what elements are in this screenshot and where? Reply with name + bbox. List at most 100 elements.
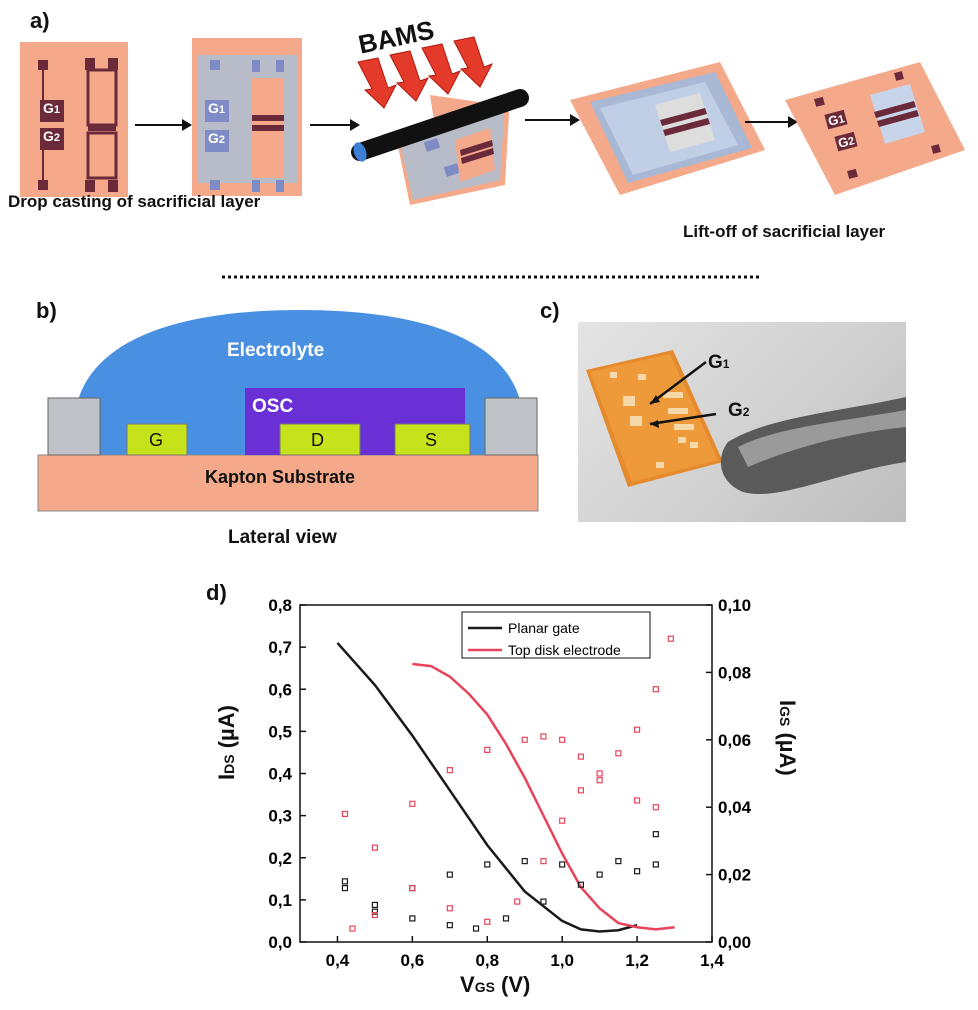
data-point: [559, 817, 566, 824]
data-point: [652, 831, 659, 838]
data-point: [446, 922, 453, 929]
y-left-tick-label: 0,4: [268, 765, 292, 784]
data-point: [472, 925, 480, 932]
device-photo: [578, 322, 906, 522]
legend-entry: Planar gate: [508, 620, 580, 636]
data-point: [341, 810, 349, 818]
bams-arrows: [357, 36, 494, 109]
data-point: [371, 901, 379, 909]
caption-lift-off: Lift-off of sacrificial layer: [683, 222, 886, 241]
gate-electrode-label: G: [149, 430, 164, 450]
step5-device: [785, 62, 965, 195]
x-tick-label: 0,4: [326, 951, 350, 970]
data-point: [633, 797, 641, 804]
y-left-tick-label: 0,8: [268, 596, 292, 615]
y-axis-right-label: IGS (µA): [775, 700, 800, 776]
data-point: [409, 884, 416, 892]
y-right-tick-label: 0,08: [718, 663, 751, 682]
data-point: [446, 905, 453, 912]
source-electrode-label: S: [425, 430, 438, 450]
lateral-view-caption: Lateral view: [228, 527, 337, 548]
y-right-tick-label: 0,06: [718, 731, 751, 750]
x-axis-label: VGS (V): [460, 972, 531, 997]
data-point: [540, 858, 547, 865]
series-line: [412, 662, 675, 931]
data-point: [484, 746, 491, 754]
panel-c-letter: c): [540, 298, 560, 323]
y-left-tick-label: 0,1: [268, 891, 292, 910]
step1-device: [20, 42, 128, 197]
y-right-tick-label: 0,10: [718, 596, 751, 615]
y-left-tick-label: 0,2: [268, 849, 292, 868]
data-point: [409, 800, 416, 807]
data-point: [521, 858, 528, 865]
data-point: [540, 733, 547, 740]
series-line: [336, 642, 638, 933]
step2-device: [192, 38, 302, 196]
data-point: [577, 753, 585, 760]
step4-device: [570, 62, 765, 195]
legend-entry: Top disk electrode: [508, 642, 621, 658]
data-point: [559, 861, 566, 868]
panel-a-letter: a): [30, 8, 50, 33]
panel-d-letter: d): [206, 580, 227, 605]
electrolyte-label: Electrolyte: [227, 340, 325, 361]
x-tick-label: 0,8: [475, 951, 499, 970]
photo-g2-label: G2: [728, 400, 750, 421]
data-point: [349, 925, 356, 932]
data-point: [596, 871, 603, 878]
data-point: [341, 878, 349, 885]
gate2-label-step2: G2: [208, 130, 226, 146]
caption-drop-casting: Drop casting of sacrificial layer: [8, 192, 261, 211]
step3-device: [395, 95, 510, 205]
x-tick-label: 1,4: [700, 951, 724, 970]
roller: [351, 89, 529, 162]
data-point: [514, 898, 521, 905]
data-point: [371, 911, 379, 919]
drain-electrode-label: D: [311, 430, 324, 450]
data-point: [596, 777, 603, 784]
data-point: [484, 861, 491, 868]
data-point: [521, 736, 528, 743]
data-point: [371, 844, 379, 851]
data-point: [615, 750, 622, 757]
y-axis-left-label: IDS (µA): [214, 705, 239, 780]
data-point: [540, 898, 547, 905]
data-point: [341, 884, 349, 892]
data-point: [652, 686, 659, 693]
y-right-tick-label: 0,02: [718, 866, 751, 885]
panel-b-letter: b): [36, 298, 57, 323]
x-tick-label: 1,2: [625, 951, 649, 970]
x-tick-label: 1,0: [550, 951, 574, 970]
data-point: [633, 868, 641, 875]
data-point: [409, 884, 416, 892]
data-point: [446, 871, 453, 878]
data-point: [409, 915, 416, 922]
substrate-label: Kapton Substrate: [205, 467, 356, 487]
y-right-tick-label: 0,04: [718, 798, 752, 817]
data-point: [667, 635, 674, 642]
osc-label: OSC: [252, 396, 294, 417]
data-point: [577, 787, 585, 794]
data-point: [502, 915, 510, 922]
photo-g1-label: G1: [708, 352, 730, 373]
y-left-tick-label: 0,6: [268, 680, 292, 699]
gate2-label-step1: G2: [43, 128, 61, 144]
data-point: [371, 908, 379, 915]
y-left-tick-label: 0,5: [268, 722, 292, 741]
data-point: [615, 858, 622, 865]
y-left-tick-label: 0,3: [268, 807, 292, 826]
y-left-tick-label: 0,7: [268, 638, 292, 657]
data-point: [484, 918, 491, 925]
x-tick-label: 0,6: [401, 951, 425, 970]
data-point: [652, 804, 659, 811]
y-right-tick-label: 0,00: [718, 933, 751, 952]
data-point: [652, 861, 659, 868]
y-left-tick-label: 0,0: [268, 933, 292, 952]
gate1-label-step2: G1: [208, 100, 226, 116]
data-point: [577, 881, 585, 888]
data-point: [633, 726, 641, 733]
data-point: [596, 770, 603, 777]
